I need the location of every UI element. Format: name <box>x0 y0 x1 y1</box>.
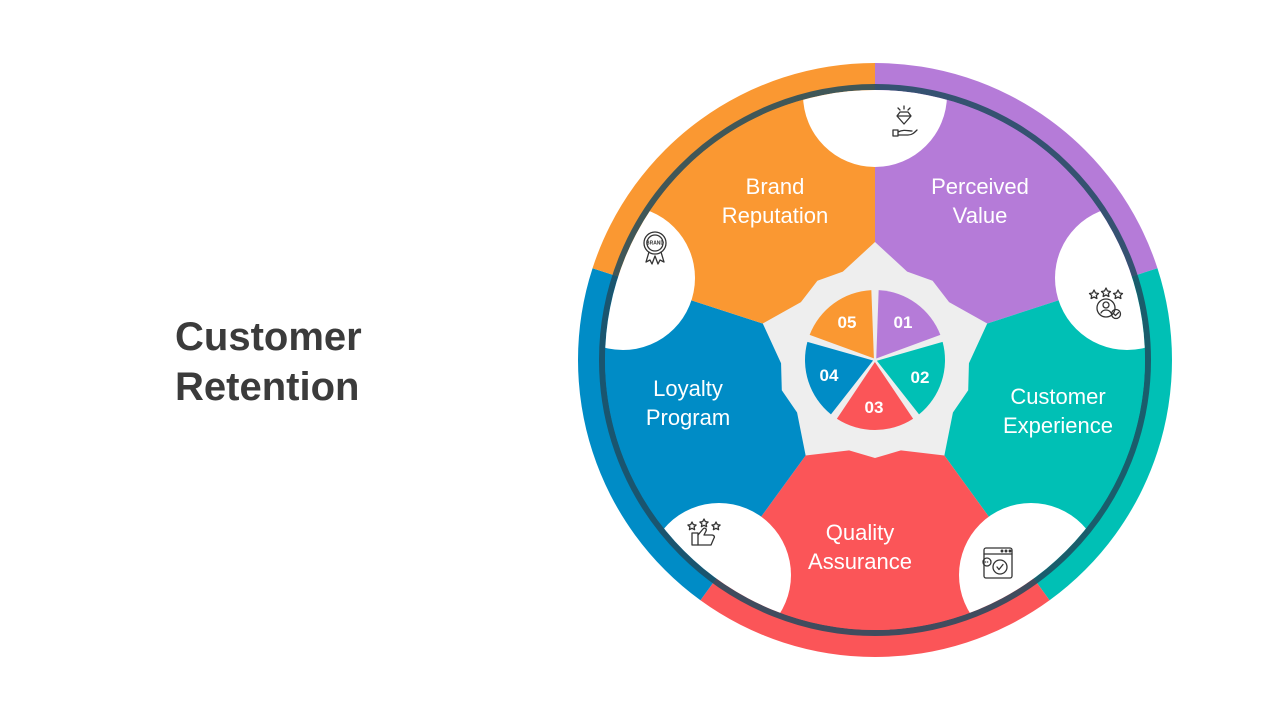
hub-slice-01 <box>876 290 941 359</box>
hub-slice-03 <box>836 362 914 430</box>
hub-number-04: 04 <box>820 366 839 385</box>
customer-rating-icon <box>1088 287 1124 320</box>
inner-ring <box>599 84 1151 636</box>
segment-01-label-line-2: Value <box>953 203 1008 228</box>
hub-slice-02 <box>876 341 945 415</box>
thumbs-up-stars-icon <box>687 518 721 546</box>
hub-number-01: 01 <box>894 313 913 332</box>
hand-diamond-icon <box>892 105 918 137</box>
hub-number-05: 05 <box>838 313 857 332</box>
brand-badge-text: BRAND <box>646 241 664 247</box>
title-line-2: Retention <box>175 365 360 409</box>
segment-04-label-line-1: Loyalty <box>653 376 723 401</box>
segment-03-label-line-1: Quality <box>826 520 894 545</box>
hub-slice-04 <box>805 341 874 415</box>
hub-number-02: 02 <box>911 368 930 387</box>
segment-03-label-line-2: Assurance <box>808 549 912 574</box>
outer-ring-segment-03 <box>700 562 1050 658</box>
hub-slice-05 <box>809 290 874 359</box>
quality-check-monitor-icon <box>982 547 1013 579</box>
brand-badge-icon: BRAND <box>643 231 667 265</box>
segment-02-label-line-1: Customer <box>1010 384 1105 409</box>
icon-badge-05 <box>605 206 695 350</box>
hub-number-03: 03 <box>865 398 884 417</box>
page-title: Customer Retention <box>175 312 362 412</box>
icon-badge-01 <box>803 90 947 167</box>
icon-badge-02 <box>1055 206 1145 350</box>
center-number-pie: 01 02 03 04 05 <box>805 290 945 430</box>
segment-05-label-line-1: Brand <box>746 174 805 199</box>
segment-labels: Perceived Value Customer Experience Qual… <box>646 174 1113 574</box>
segment-05-label-line-2: Reputation <box>722 203 828 228</box>
segment-02-label-line-2: Experience <box>1003 413 1113 438</box>
title-line-1: Customer <box>175 315 362 359</box>
segment-04-label-line-2: Program <box>646 405 730 430</box>
center-hub-star <box>762 242 988 458</box>
segment-01-label-line-1: Perceived <box>931 174 1029 199</box>
